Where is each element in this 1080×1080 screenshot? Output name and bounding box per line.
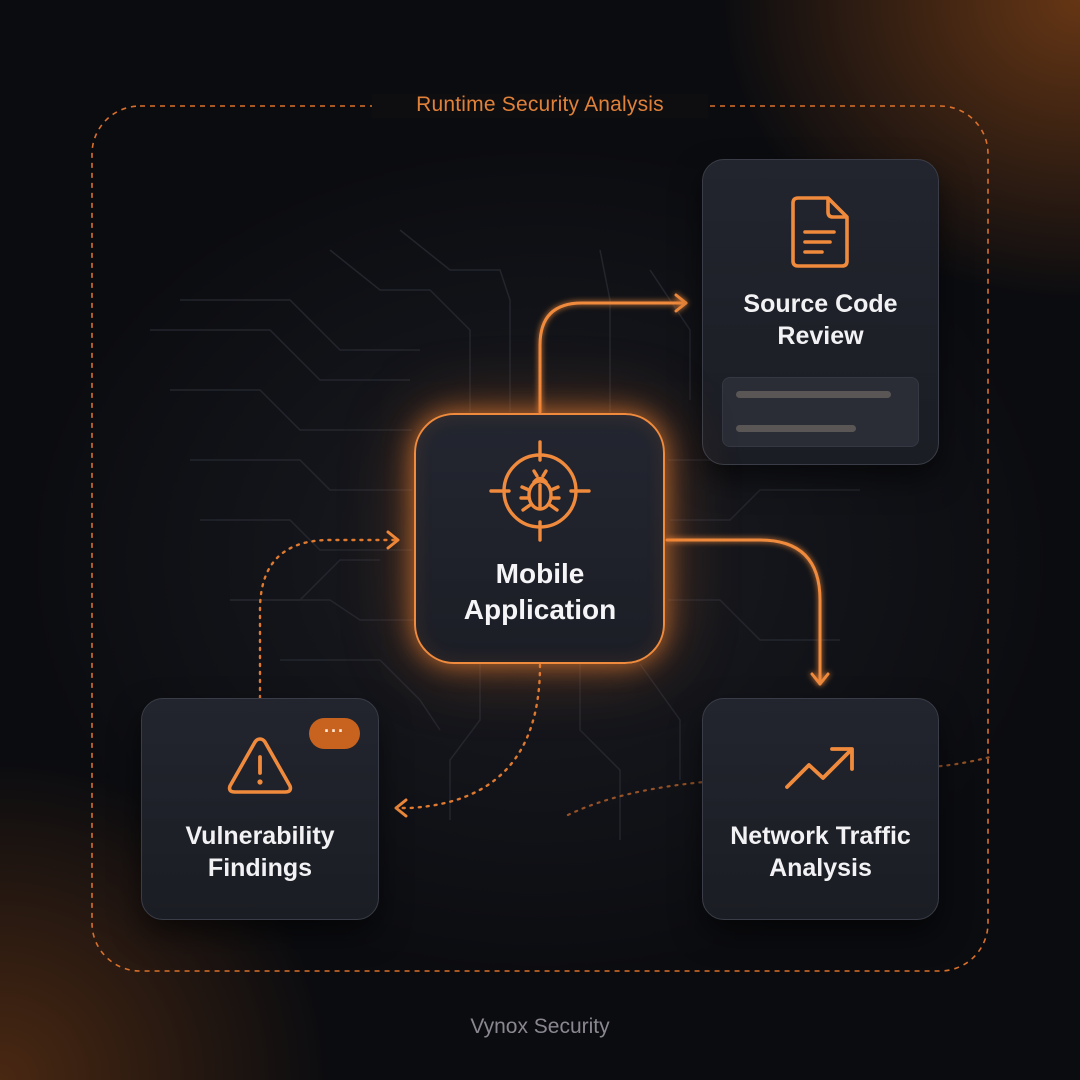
code-preview-line: [736, 391, 891, 398]
connector-feedback-to-mobile: [258, 530, 400, 700]
network-traffic-analysis-card[interactable]: [702, 698, 939, 920]
connector-to-source-code: [538, 293, 688, 414]
footer-brand: Vynox Security: [470, 1015, 610, 1038]
vulnerability-findings-label: Vulnerability Findings: [141, 820, 379, 884]
warning-triangle-icon: [227, 737, 293, 794]
document-icon: [791, 196, 849, 268]
trend-up-icon: [785, 747, 854, 789]
mobile-application-line1: Mobile: [495, 558, 585, 589]
source-code-review-line2: Review: [777, 322, 864, 350]
source-code-review-label: Source Code Review: [702, 288, 939, 352]
connector-to-network: [665, 538, 830, 686]
network-traffic-analysis-line1: Network Traffic: [730, 822, 911, 850]
network-traffic-analysis-line2: Analysis: [769, 854, 872, 882]
network-traffic-analysis-label: Network Traffic Analysis: [702, 820, 939, 884]
vulnerability-findings-line2: Findings: [207, 854, 313, 882]
code-preview-panel: [722, 377, 919, 447]
bug-target-icon: [489, 440, 591, 542]
connector-to-vulnerability: [394, 663, 542, 818]
source-code-review-line1: Source Code: [743, 290, 898, 318]
mobile-application-label: Mobile Application: [0, 556, 1080, 628]
vulnerability-findings-line1: Vulnerability: [185, 822, 335, 850]
code-preview-line: [736, 425, 856, 432]
more-options-badge[interactable]: ···: [309, 718, 360, 749]
mobile-application-line2: Application: [463, 594, 617, 625]
